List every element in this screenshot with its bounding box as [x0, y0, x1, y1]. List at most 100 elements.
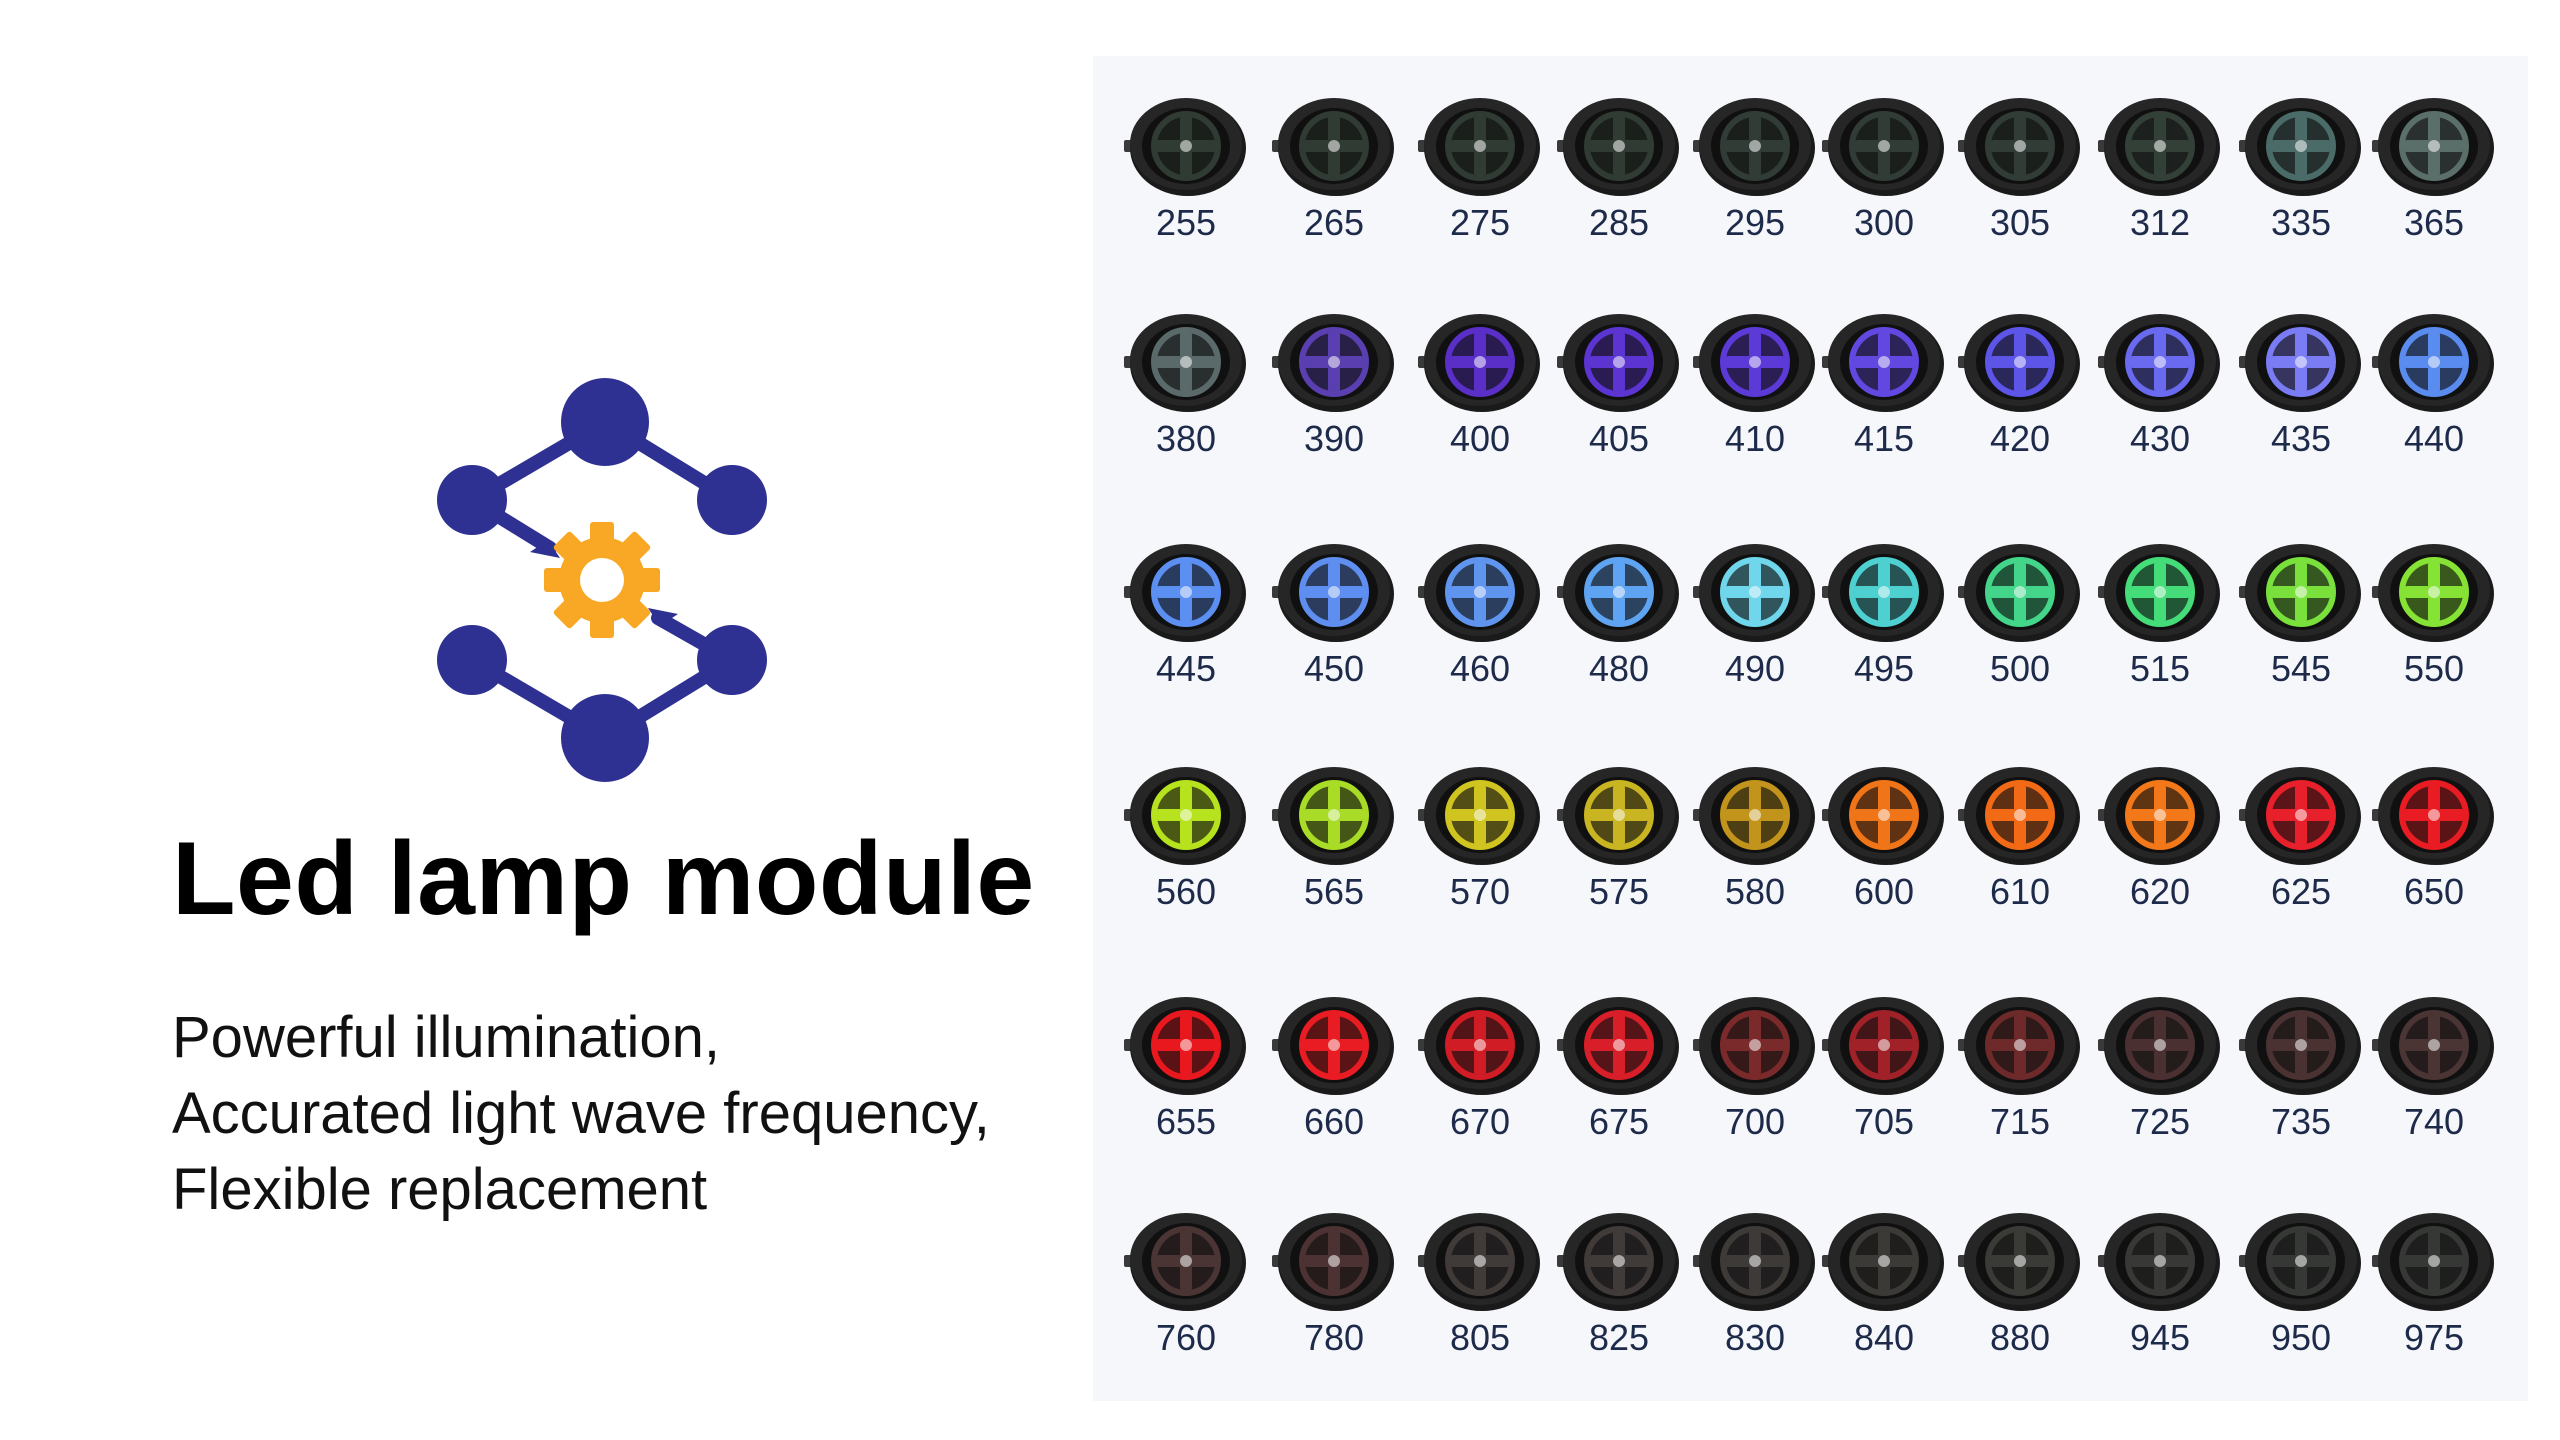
wavelength-label: 275 [1449, 202, 1511, 243]
module-item: 495 [1814, 540, 1954, 740]
module-item: 600 [1814, 763, 1954, 963]
wavelength-label: 830 [1724, 1317, 1786, 1358]
module-item: 735 [2231, 993, 2371, 1193]
led-module-icon [1124, 1213, 1246, 1311]
led-module-icon [1124, 314, 1246, 412]
module-item: 580 [1685, 763, 1825, 963]
wavelength-label: 545 [2270, 648, 2332, 689]
led-module-icon [1693, 314, 1815, 412]
module-item: 650 [2364, 763, 2504, 963]
module-item: 575 [1549, 763, 1689, 963]
led-module-icon [2098, 1213, 2220, 1311]
module-item: 545 [2231, 540, 2371, 740]
wavelength-label: 725 [2129, 1101, 2191, 1142]
module-item: 445 [1116, 540, 1256, 740]
molecule-gear-icon [437, 378, 767, 782]
led-module-icon [1693, 544, 1815, 642]
led-module-icon [1557, 314, 1679, 412]
wavelength-label: 480 [1588, 648, 1650, 689]
wavelength-label: 580 [1724, 871, 1786, 912]
led-module-icon [1124, 544, 1246, 642]
module-item: 725 [2090, 993, 2230, 1193]
led-module-icon [1958, 767, 2080, 865]
module-item: 675 [1549, 993, 1689, 1193]
wavelength-label: 445 [1155, 648, 1217, 689]
description-line: Accurated light wave frequency, [172, 1081, 990, 1146]
module-item: 975 [2364, 1209, 2504, 1409]
page-title: Led lamp module [172, 821, 1035, 937]
wavelength-label: 945 [2129, 1317, 2191, 1358]
led-module-icon [2372, 98, 2494, 196]
wavelength-label: 610 [1989, 871, 2051, 912]
wavelength-label: 805 [1449, 1317, 1511, 1358]
led-module-icon [1557, 98, 1679, 196]
led-module-icon [1418, 314, 1540, 412]
wavelength-label: 675 [1588, 1101, 1650, 1142]
led-module-icon [1272, 314, 1394, 412]
wavelength-label: 950 [2270, 1317, 2332, 1358]
wavelength-label: 450 [1303, 648, 1365, 689]
led-module-icon [1693, 997, 1815, 1095]
wavelength-label: 715 [1989, 1101, 2051, 1142]
module-item: 335 [2231, 94, 2371, 294]
wavelength-label: 600 [1853, 871, 1915, 912]
module-item: 295 [1685, 94, 1825, 294]
description-line: Powerful illumination, [172, 1005, 721, 1070]
wavelength-label: 265 [1303, 202, 1365, 243]
wavelength-label: 420 [1989, 418, 2051, 459]
wavelength-label: 490 [1724, 648, 1786, 689]
led-module-icon [1272, 997, 1394, 1095]
led-module-icon [1693, 1213, 1815, 1311]
led-module-icon [1693, 98, 1815, 196]
module-item: 950 [2231, 1209, 2371, 1409]
module-item: 312 [2090, 94, 2230, 294]
wavelength-label: 670 [1449, 1101, 1511, 1142]
led-module-icon [1822, 98, 1944, 196]
led-module-icon [1822, 997, 1944, 1095]
led-module-icon [2372, 1213, 2494, 1311]
led-module-icon [1958, 997, 2080, 1095]
module-item: 780 [1264, 1209, 1404, 1409]
wavelength-label: 500 [1989, 648, 2051, 689]
wavelength-label: 650 [2403, 871, 2465, 912]
led-module-icon [1958, 98, 2080, 196]
wavelength-label: 430 [2129, 418, 2191, 459]
led-module-icon [1958, 544, 2080, 642]
wavelength-label: 570 [1449, 871, 1511, 912]
wavelength-label: 700 [1724, 1101, 1786, 1142]
led-module-icon [1557, 997, 1679, 1095]
module-item: 435 [2231, 310, 2371, 510]
led-module-icon [1958, 1213, 2080, 1311]
led-module-icon [1557, 1213, 1679, 1311]
module-item: 880 [1950, 1209, 2090, 1409]
module-item: 265 [1264, 94, 1404, 294]
led-module-icon [1124, 997, 1246, 1095]
led-module-icon [2098, 767, 2220, 865]
wavelength-label: 760 [1155, 1317, 1217, 1358]
wavelength-label: 295 [1724, 202, 1786, 243]
module-item: 705 [1814, 993, 1954, 1193]
wavelength-label: 575 [1588, 871, 1650, 912]
led-module-icon [2239, 314, 2361, 412]
module-item: 500 [1950, 540, 2090, 740]
module-item: 480 [1549, 540, 1689, 740]
module-item: 430 [2090, 310, 2230, 510]
led-module-icon [1418, 997, 1540, 1095]
wavelength-label: 255 [1155, 202, 1217, 243]
module-item: 570 [1410, 763, 1550, 963]
led-module-icon [1693, 767, 1815, 865]
module-item: 255 [1116, 94, 1256, 294]
wavelength-label: 305 [1989, 202, 2051, 243]
module-item: 410 [1685, 310, 1825, 510]
led-module-icon [2098, 544, 2220, 642]
module-item: 830 [1685, 1209, 1825, 1409]
module-item: 490 [1685, 540, 1825, 740]
wavelength-label: 620 [2129, 871, 2191, 912]
module-item: 365 [2364, 94, 2504, 294]
led-module-icon [1418, 544, 1540, 642]
wavelength-label: 300 [1853, 202, 1915, 243]
led-module-icon [1822, 767, 1944, 865]
module-item: 760 [1116, 1209, 1256, 1409]
